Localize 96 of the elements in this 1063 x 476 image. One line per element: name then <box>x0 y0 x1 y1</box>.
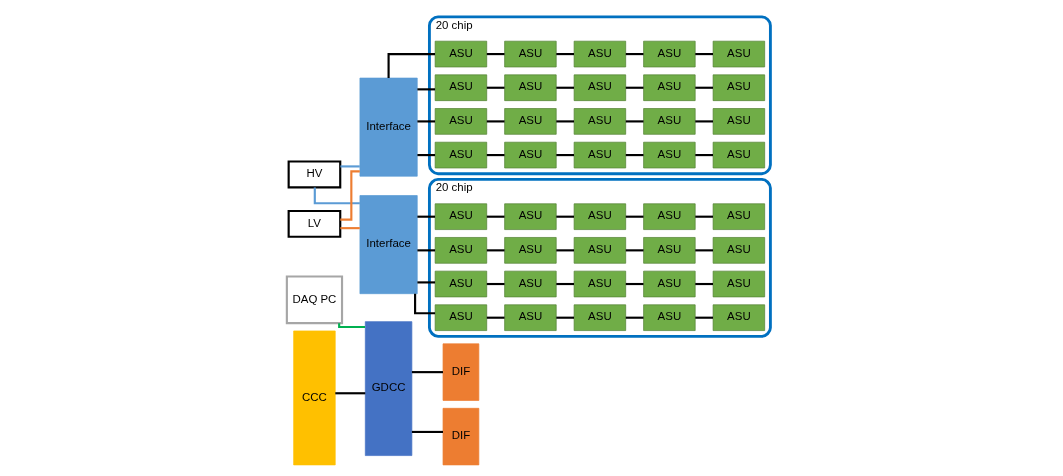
node-box: ASU <box>573 203 627 230</box>
node-box: ASU <box>712 203 766 230</box>
node-box: CCC <box>293 330 336 466</box>
node-box: ASU <box>434 203 488 230</box>
connector <box>625 120 644 123</box>
node-box: ASU <box>504 237 557 264</box>
node-box: ASU <box>712 74 766 101</box>
node-box: ASU <box>434 40 488 68</box>
connector <box>695 316 713 319</box>
node-box: ASU <box>643 74 696 101</box>
node-box: ASU <box>504 270 557 298</box>
node-box: Interface <box>359 77 418 177</box>
node-box: ASU <box>712 141 766 169</box>
connector <box>417 88 436 91</box>
connector <box>556 215 574 218</box>
connector <box>486 120 505 123</box>
node-box: DAQ PC <box>285 275 344 325</box>
connector <box>387 53 435 78</box>
connector <box>486 249 505 252</box>
connector <box>695 282 713 286</box>
node-box: ASU <box>434 141 488 169</box>
connector <box>625 249 644 252</box>
connector <box>695 53 713 56</box>
node-box: ASU <box>712 270 766 298</box>
node-box: ASU <box>573 40 627 68</box>
connector <box>556 282 574 286</box>
connector <box>556 249 574 252</box>
connector <box>625 86 644 89</box>
connector <box>695 120 713 123</box>
connector <box>625 53 644 56</box>
connector <box>625 215 644 218</box>
connector <box>695 86 713 89</box>
node-box: GDCC <box>364 321 413 456</box>
connector <box>335 392 366 395</box>
node-box: ASU <box>434 270 488 298</box>
node-box: ASU <box>643 203 696 230</box>
connector <box>695 215 713 218</box>
connector <box>417 120 436 123</box>
node-box: LV <box>287 209 342 238</box>
connector <box>486 86 505 89</box>
node-box: DIF <box>442 407 480 466</box>
connector <box>414 293 436 315</box>
connector <box>486 53 505 56</box>
connector <box>556 86 574 89</box>
connector <box>625 316 644 319</box>
connector <box>625 282 644 286</box>
node-box: ASU <box>712 40 766 68</box>
node-box: ASU <box>434 237 488 264</box>
node-box: DIF <box>442 343 480 401</box>
node-box: ASU <box>434 304 488 331</box>
node-box: ASU <box>434 74 488 101</box>
node-box: HV <box>287 160 342 189</box>
node-box: ASU <box>643 141 696 169</box>
connector <box>695 154 713 157</box>
connector <box>340 170 360 221</box>
node-box: ASU <box>504 304 557 331</box>
connector <box>338 323 366 329</box>
node-box: ASU <box>643 237 696 264</box>
connector <box>486 215 505 218</box>
node-box: ASU <box>573 270 627 298</box>
connector <box>556 154 574 157</box>
connector <box>695 249 713 252</box>
node-box: ASU <box>712 108 766 135</box>
node-box: ASU <box>573 237 627 264</box>
node-box: ASU <box>434 108 488 135</box>
node-box: ASU <box>712 237 766 264</box>
connector <box>417 215 436 218</box>
connector <box>340 227 360 230</box>
node-box: ASU <box>504 203 557 230</box>
connector <box>486 282 505 286</box>
node-box: ASU <box>712 304 766 331</box>
connector <box>340 165 360 168</box>
connector <box>417 281 436 284</box>
node-box: ASU <box>504 40 557 68</box>
node-box: ASU <box>643 108 696 135</box>
connector <box>411 430 443 434</box>
connector <box>556 53 574 56</box>
node-box: ASU <box>504 74 557 101</box>
node-box: ASU <box>573 74 627 101</box>
connector <box>417 249 436 252</box>
connector <box>556 120 574 123</box>
node-box: ASU <box>504 141 557 169</box>
connector <box>625 154 644 157</box>
node-box: ASU <box>643 304 696 331</box>
node-box: ASU <box>504 108 557 135</box>
node-box: ASU <box>573 108 627 135</box>
connector <box>486 154 505 157</box>
connector <box>411 371 443 374</box>
node-box: ASU <box>573 141 627 169</box>
node-box: ASU <box>643 270 696 298</box>
connector <box>556 316 574 319</box>
connector <box>417 154 436 157</box>
node-box: ASU <box>643 40 696 68</box>
connector <box>486 316 505 319</box>
node-box: ASU <box>573 304 627 331</box>
node-box: Interface <box>359 195 418 295</box>
